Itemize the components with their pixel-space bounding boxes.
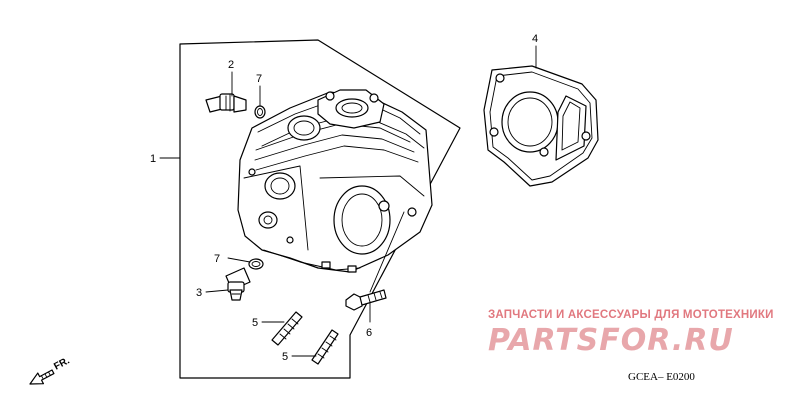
front-direction-label: FR.: [52, 355, 72, 372]
label-part-6: 6: [366, 327, 372, 339]
front-direction-arrow-icon: [29, 369, 55, 385]
part-4-gasket: [483, 65, 599, 187]
label-part-7-bottom: 7: [214, 253, 220, 265]
label-part-3: 3: [196, 287, 202, 299]
assembly-bracket: [179, 39, 461, 379]
part-7-oring-bottom: [248, 258, 264, 270]
part-5-stud-a: [271, 311, 303, 346]
part-7-oring-top: [254, 105, 266, 119]
label-part-5-a: 5: [252, 317, 258, 329]
label-part-5-b: 5: [282, 351, 288, 363]
part-2-bolt: [205, 93, 247, 113]
part-3-fitting: [225, 267, 251, 301]
label-part-2: 2: [228, 59, 234, 71]
leader-7b: [227, 257, 251, 263]
diagram-code: GCEA– E0200: [628, 371, 695, 383]
cylinder-head: [237, 89, 433, 273]
leader-3: [205, 289, 229, 293]
part-5-stud-b: [311, 329, 339, 365]
label-part-1: 1: [150, 153, 156, 165]
watermark-brand: PARTSFOR.RU: [488, 323, 734, 358]
label-part-4: 4: [532, 33, 538, 45]
watermark-tagline: ЗАПЧАСТИ И АКСЕССУАРЫ ДЛЯ МОТОТЕХНИКИ: [488, 309, 774, 321]
label-part-7-top: 7: [256, 73, 262, 85]
part-6-bolt: [345, 289, 387, 311]
leader-6-to-head: [369, 211, 405, 293]
